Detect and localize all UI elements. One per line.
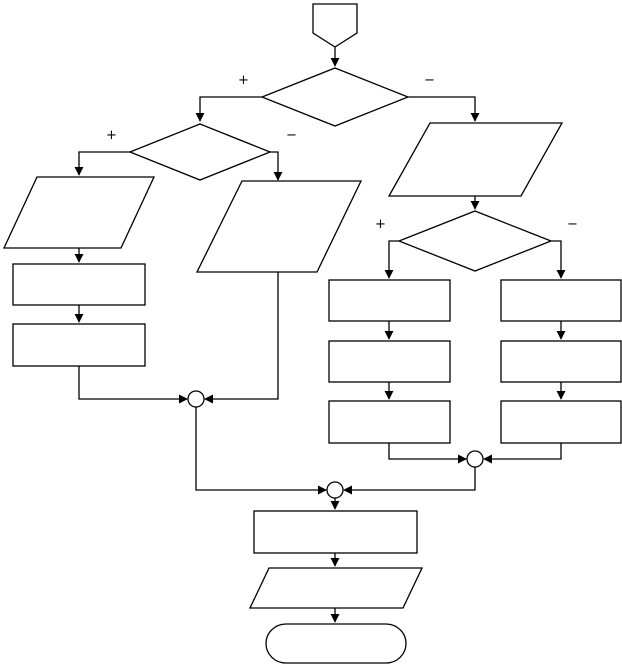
- io-bottom: [248, 567, 424, 609]
- io-middle: [195, 180, 363, 273]
- decision-1-plus-branch: [195, 96, 262, 122]
- process-right-b-3: [500, 400, 622, 444]
- start-connector: [312, 3, 358, 48]
- decision-2-minus-branch: [270, 151, 283, 181]
- decision-2: [128, 123, 272, 181]
- decision-2-plus-branch: [74, 151, 130, 176]
- decision-2-plus-label: +: [106, 128, 117, 143]
- decision-2-minus-label: −: [286, 128, 297, 143]
- io-left-top: [2, 176, 156, 249]
- io-right: [387, 122, 564, 197]
- process-right-a-2: [328, 340, 451, 383]
- process-left-2: [12, 323, 146, 367]
- connector-middle-to-merge-1: [204, 272, 279, 404]
- decision-3-plus-branch: [384, 240, 399, 279]
- decision-3-minus-branch: [551, 240, 566, 279]
- process-right-b-1: [500, 279, 622, 322]
- decision-3: [397, 210, 553, 272]
- connector-left-to-merge-1: [78, 366, 188, 404]
- process-bottom: [253, 510, 418, 554]
- connector-right-a-to-merge-2: [388, 443, 467, 464]
- connector-merge-1-to-merge-3: [195, 407, 327, 495]
- process-right-a-3: [328, 400, 451, 444]
- process-left-1: [12, 263, 146, 306]
- end-terminator: [265, 623, 407, 664]
- decision-3-minus-label: −: [567, 217, 578, 232]
- decision-1: [260, 67, 410, 127]
- connector-merge-2-to-merge-3: [343, 467, 476, 495]
- decision-1-minus-branch: [408, 96, 480, 122]
- decision-1-minus-label: −: [424, 73, 435, 88]
- process-right-a-1: [328, 279, 451, 322]
- merge-point-3: [326, 481, 344, 499]
- decision-1-plus-label: +: [238, 73, 249, 88]
- process-right-b-2: [500, 340, 622, 383]
- decision-3-plus-label: +: [375, 217, 386, 232]
- merge-point-1: [187, 390, 205, 408]
- connector-right-b-to-merge-2: [483, 443, 562, 464]
- merge-point-2: [466, 450, 484, 468]
